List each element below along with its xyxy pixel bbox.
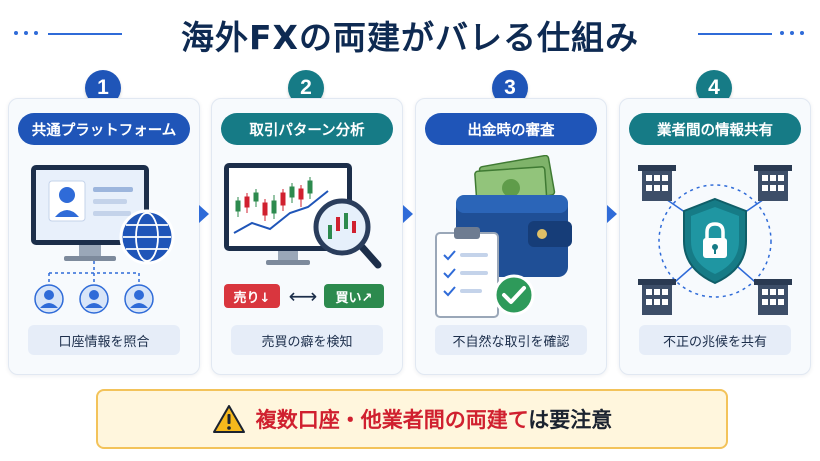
user-icon	[34, 284, 64, 314]
step-heading-4: 業者間の情報共有	[629, 113, 801, 145]
step-card-1: 共通プラットフォーム	[8, 98, 200, 375]
warning-text: 複数口座・他業者間の両建ては要注意	[256, 404, 613, 434]
info-sharing-illustration	[620, 155, 810, 335]
check-circle-icon	[493, 274, 535, 316]
page-title: 海外FXの両建がバレる仕組み	[181, 18, 639, 57]
step-heading-3: 出金時の審査	[425, 113, 597, 145]
title-decoration-right	[698, 31, 806, 35]
step-caption-3: 不自然な取引を確認	[435, 325, 587, 355]
building-icon	[754, 165, 792, 201]
buy-tag: 買い↗	[324, 284, 384, 308]
step-caption-1: 口座情報を照合	[28, 325, 180, 355]
shield-lock-icon	[683, 197, 747, 285]
warning-highlight: 複数口座・他業者間の両建て	[255, 408, 529, 432]
magnifier-icon	[313, 198, 382, 269]
clipboard-icon	[435, 227, 499, 318]
next-arrow-icon	[403, 205, 413, 223]
trade-analysis-illustration	[212, 155, 402, 335]
step-card-4: 業者間の情報共有	[619, 98, 811, 375]
user-icon	[79, 284, 109, 314]
user-icon	[124, 284, 154, 314]
building-icon	[638, 279, 676, 315]
sell-tag: 売り↓	[224, 284, 280, 308]
globe-icon	[119, 209, 175, 265]
step-caption-4: 不正の兆候を共有	[639, 325, 791, 355]
next-arrow-icon	[607, 205, 617, 223]
next-arrow-icon	[199, 205, 209, 223]
step-card-2: 取引パターン分析	[211, 98, 403, 375]
exchange-arrows-icon: ⟷	[288, 284, 318, 308]
step-heading-1: 共通プラットフォーム	[18, 113, 190, 145]
warning-triangle-icon	[212, 405, 245, 433]
title-decoration-left	[14, 31, 122, 35]
step-heading-2: 取引パターン分析	[221, 113, 393, 145]
monitor-icon	[31, 165, 149, 261]
platform-illustration	[9, 155, 199, 335]
building-icon	[638, 165, 676, 201]
step-caption-2: 売買の癖を検知	[231, 325, 383, 355]
withdrawal-review-illustration	[416, 154, 606, 335]
title-row: 海外FXの両建がバレる仕組み	[0, 10, 820, 60]
building-icon	[754, 279, 792, 315]
warning-banner: 複数口座・他業者間の両建ては要注意	[96, 389, 728, 449]
warning-suffix: は要注意	[528, 408, 613, 432]
step-card-3: 出金時の審査	[415, 98, 607, 375]
